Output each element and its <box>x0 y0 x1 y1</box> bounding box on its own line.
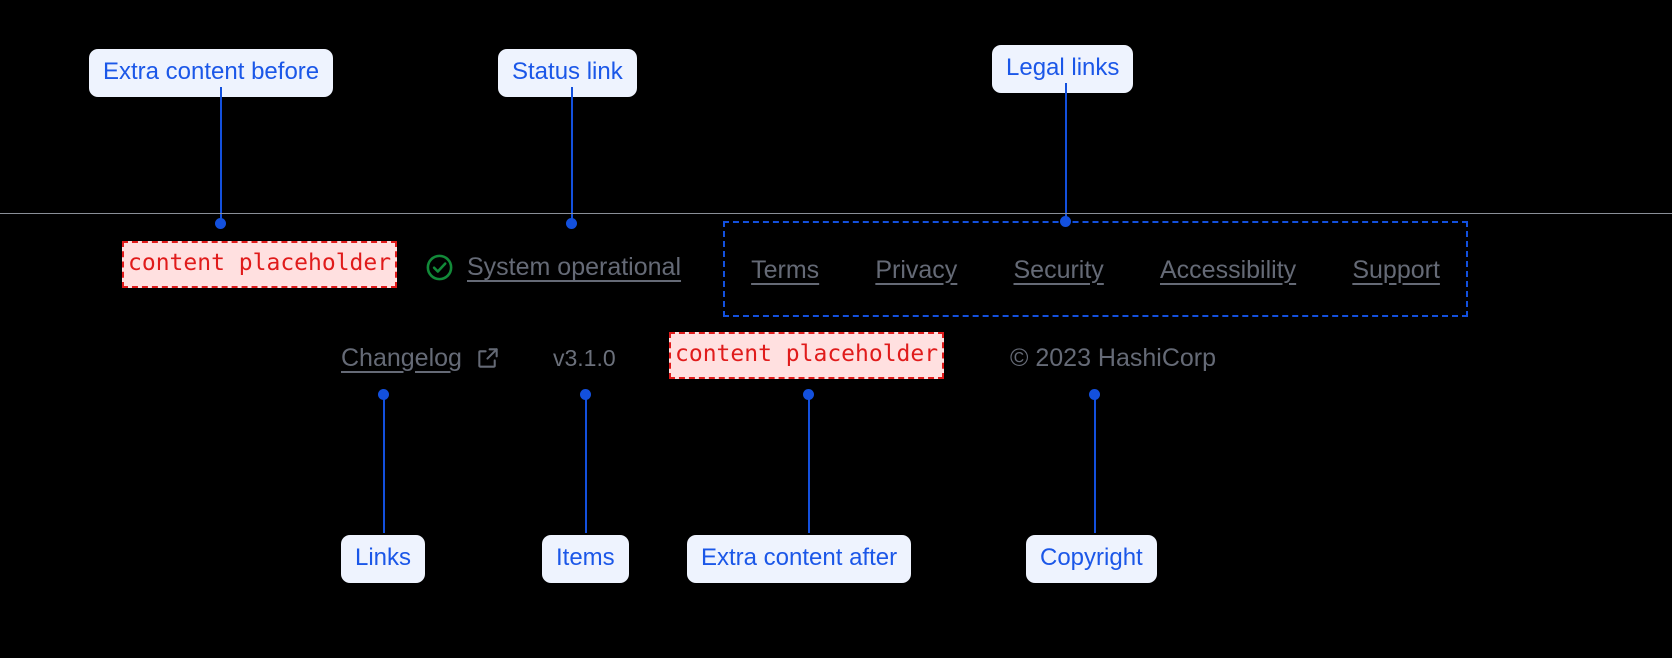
leader-dot-links <box>378 389 389 400</box>
version-label: v3.1.0 <box>553 345 616 371</box>
callout-items: Items <box>542 535 629 583</box>
legal-link-security[interactable]: Security <box>1013 255 1104 284</box>
callout-links: Links <box>341 535 426 583</box>
leader-line-extra-content-before <box>220 87 222 225</box>
leader-line-status-link <box>571 87 573 225</box>
leader-line-copyright <box>1094 396 1096 533</box>
status-operational-link[interactable]: System operational <box>467 253 682 281</box>
content-placeholder-after: content placeholder <box>669 332 945 379</box>
leader-line-legal-links <box>1065 83 1067 222</box>
legal-links-list: Terms Privacy Security Accessibility Sup… <box>723 254 1468 286</box>
check-circle-icon <box>424 252 455 283</box>
legal-link-privacy[interactable]: Privacy <box>875 255 958 284</box>
changelog-link-group[interactable]: Changelog <box>341 345 501 371</box>
leader-dot-status-link <box>566 218 577 229</box>
legal-links-highlight-box <box>723 221 1468 317</box>
footer-top-divider <box>0 213 1672 214</box>
leader-dot-copyright <box>1089 389 1100 400</box>
callout-status-link: Status link <box>498 49 637 97</box>
legal-link-accessibility[interactable]: Accessibility <box>1160 255 1297 284</box>
leader-line-extra-content-after <box>808 396 810 533</box>
leader-dot-extra-content-after <box>803 389 814 400</box>
callout-legal-links: Legal links <box>992 45 1134 93</box>
legal-link-support[interactable]: Support <box>1352 255 1440 284</box>
leader-dot-items <box>580 389 591 400</box>
content-placeholder-before: content placeholder <box>122 241 398 288</box>
external-link-icon <box>475 345 501 371</box>
leader-line-items <box>585 396 587 533</box>
copyright-text: © 2023 HashiCorp <box>1010 344 1217 372</box>
legal-link-terms[interactable]: Terms <box>751 255 820 284</box>
callout-copyright: Copyright <box>1026 535 1157 583</box>
status-link-group[interactable]: System operational <box>424 252 681 283</box>
leader-dot-extra-content-before <box>215 218 226 229</box>
changelog-link[interactable]: Changelog <box>341 343 462 372</box>
callout-extra-content-after: Extra content after <box>687 535 912 583</box>
leader-line-links <box>383 396 385 533</box>
callout-extra-content-before: Extra content before <box>89 49 334 97</box>
